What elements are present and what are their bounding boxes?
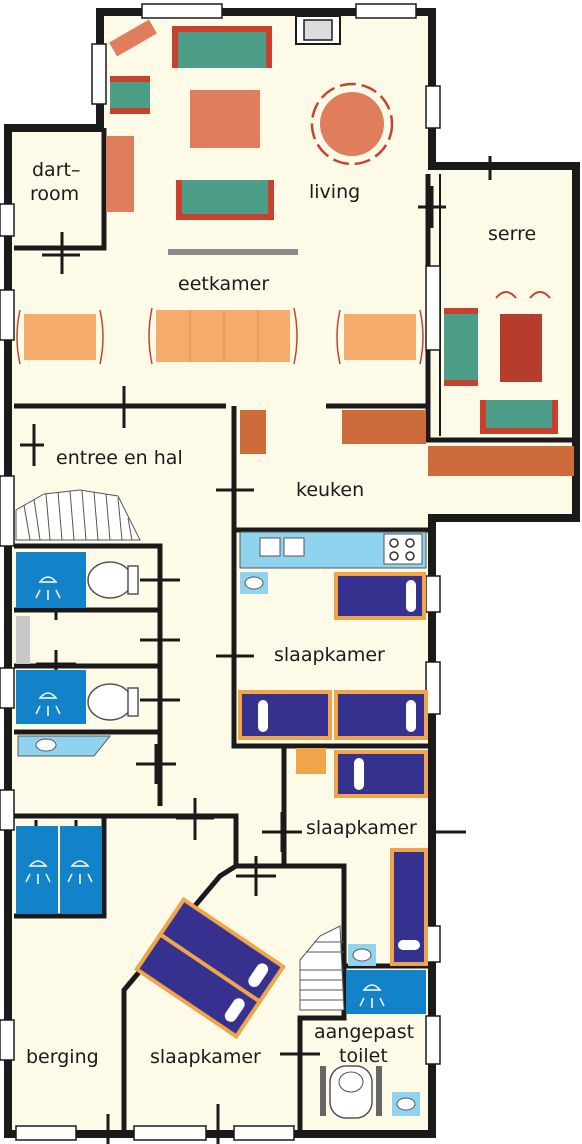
entree-label: entree en hal [56,447,183,469]
beds [133,572,428,1040]
kitchen-furniture [239,410,574,569]
bathroom-fixtures [16,552,426,1119]
living-label: living [309,181,360,203]
keuken-label: keuken [296,479,364,501]
slaapkamer-label-2: slaapkamer [306,817,417,839]
eetkamer-label: eetkamer [178,273,269,295]
toilet-label-line1: aangepast [314,1021,414,1043]
serre-furniture [444,291,558,434]
room-labels: dart– room living serre eetkamer entree … [26,159,536,1068]
slaapkamer-label-1: slaapkamer [274,644,385,666]
berging-label: berging [26,1046,99,1068]
dartroom-label-line1: dart– [32,159,80,181]
living-furniture [106,15,394,255]
dartroom-label-line2: room [30,183,79,205]
door-symbols [20,156,492,1144]
serre-label: serre [488,223,536,245]
stairs [15,489,345,1011]
dining-tables [16,307,424,365]
slaapkamer-label-3: slaapkamer [150,1046,261,1068]
toilet-label-line2: toilet [339,1045,388,1067]
windows [0,3,441,1141]
